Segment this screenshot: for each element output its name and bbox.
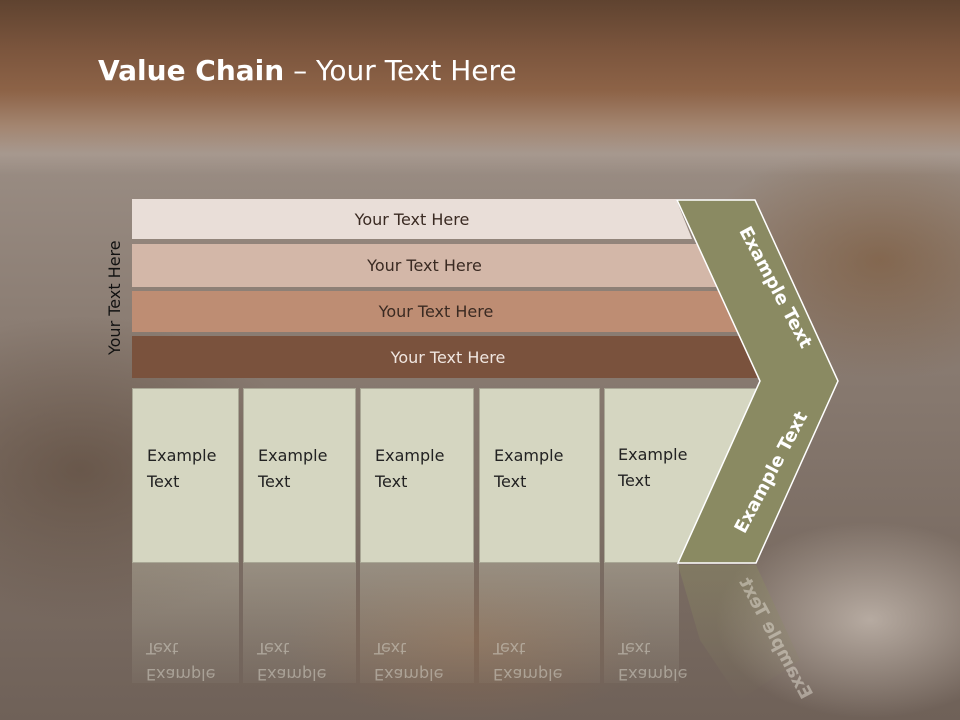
value-bar-2[interactable]: Your Text Here: [132, 244, 717, 287]
title-rest: – Your Text Here: [284, 54, 517, 87]
slide-title[interactable]: Value Chain – Your Text Here: [98, 54, 517, 87]
value-bar-3[interactable]: Your Text Here: [132, 291, 740, 332]
value-bar-4[interactable]: Your Text Here: [132, 336, 764, 378]
vertical-axis-label[interactable]: Your Text Here: [105, 240, 124, 355]
title-band: [0, 0, 960, 175]
title-bold: Value Chain: [98, 54, 285, 87]
bar-label: Your Text Here: [354, 209, 470, 229]
bar-label: Your Text Here: [390, 347, 506, 367]
value-bar-1[interactable]: Your Text Here: [132, 199, 692, 239]
bar-label: Your Text Here: [367, 256, 482, 275]
bar-label: Your Text Here: [378, 302, 494, 321]
